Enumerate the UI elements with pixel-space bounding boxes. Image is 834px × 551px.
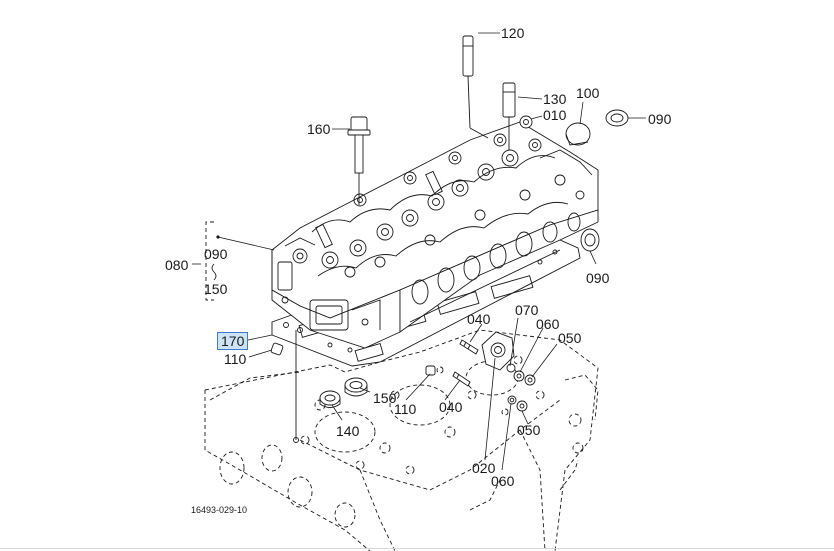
callout-060-lower[interactable]: 060 xyxy=(491,473,515,489)
nut-070 xyxy=(506,363,516,373)
washer-060-upper xyxy=(513,370,525,382)
callout-090-group[interactable]: 090 xyxy=(204,246,228,262)
stud-040-lower xyxy=(452,371,471,387)
plug-010 xyxy=(519,115,533,129)
stud-040-upper xyxy=(459,339,479,355)
plug-110-lower xyxy=(425,365,436,376)
callout-170-selected[interactable]: 170 xyxy=(217,332,249,350)
callout-150-lower[interactable]: 150 xyxy=(373,390,397,406)
callout-070[interactable]: 070 xyxy=(515,302,539,318)
plug-090-top xyxy=(605,109,629,127)
seal-150 xyxy=(344,377,368,397)
callout-080[interactable]: 080 xyxy=(165,257,189,273)
leader-lines xyxy=(192,32,646,471)
callout-010[interactable]: 010 xyxy=(543,107,567,123)
seal-140 xyxy=(319,390,341,408)
cylinder-head xyxy=(271,121,599,349)
callout-090-right[interactable]: 090 xyxy=(586,270,610,286)
callout-130[interactable]: 130 xyxy=(543,91,567,107)
callout-140[interactable]: 140 xyxy=(336,423,360,439)
callout-040-upper[interactable]: 040 xyxy=(467,311,491,327)
bottom-divider xyxy=(0,548,834,549)
callout-040-lower[interactable]: 040 xyxy=(439,399,463,415)
callout-060-upper[interactable]: 060 xyxy=(536,316,560,332)
washer-060-lower xyxy=(507,395,517,405)
callout-050-upper[interactable]: 050 xyxy=(558,330,582,346)
drawing-code: 16493-029-10 xyxy=(191,505,248,515)
plug-090-right xyxy=(580,228,600,252)
flange-020 xyxy=(481,331,515,371)
cap-100 xyxy=(565,122,591,146)
callout-100[interactable]: 100 xyxy=(576,85,600,101)
callout-050-lower[interactable]: 050 xyxy=(517,422,541,438)
callout-160[interactable]: 160 xyxy=(307,121,331,137)
plug-110-left xyxy=(270,342,284,356)
callout-150-group[interactable]: 150 xyxy=(204,281,228,297)
engine-block xyxy=(204,329,599,551)
nut-050-upper xyxy=(524,374,536,386)
callout-020[interactable]: 020 xyxy=(472,460,496,476)
valve-guide-130 xyxy=(502,82,516,150)
callout-120[interactable]: 120 xyxy=(501,25,525,41)
nut-050-lower xyxy=(516,400,528,412)
valve-seat-row xyxy=(292,133,585,278)
valve-guide-120 xyxy=(462,35,489,139)
head-bolt-160 xyxy=(347,116,371,205)
callout-110-left[interactable]: 110 xyxy=(224,351,247,367)
callout-110-lower[interactable]: 110 xyxy=(394,401,417,417)
callout-090-top[interactable]: 090 xyxy=(648,111,672,127)
